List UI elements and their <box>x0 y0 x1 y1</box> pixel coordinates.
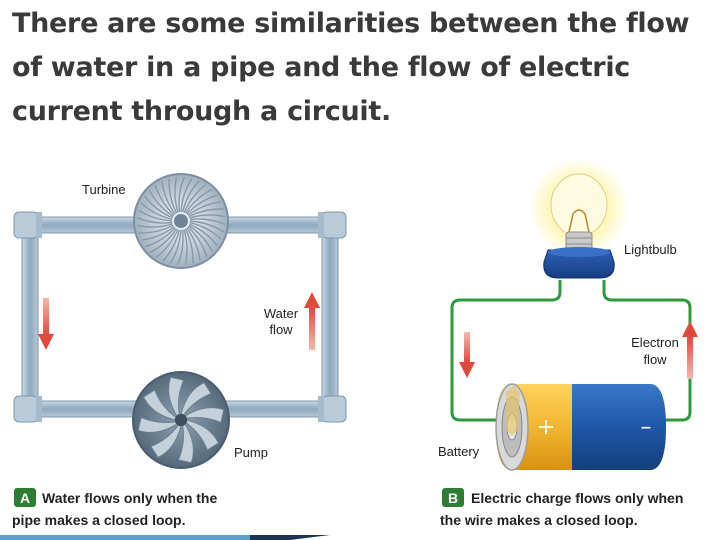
electron-flow-label-line2: flow <box>643 352 667 367</box>
water-pipe-loop <box>13 211 347 423</box>
pump-label: Pump <box>234 445 268 460</box>
caption-b: B Electric charge flows only when the wi… <box>440 488 683 528</box>
caption-b-letter: B <box>448 490 458 506</box>
lightbulb-icon <box>529 158 629 279</box>
caption-a-line1: Water flows only when the <box>42 490 217 506</box>
caption-a-badge <box>14 488 36 507</box>
electron-flow-up-arrow <box>682 321 698 379</box>
lightbulb-label: Lightbulb <box>624 242 677 257</box>
battery-plus-sign: + <box>537 415 555 440</box>
turbine-icon <box>133 173 229 269</box>
slide-title: There are some similarities between the … <box>12 8 690 127</box>
caption-b-line1: Electric charge flows only when <box>471 490 683 506</box>
caption-a-line2: pipe makes a closed loop. <box>12 512 186 528</box>
battery-minus-sign: – <box>641 415 652 440</box>
water-flow-label-line2: flow <box>269 322 293 337</box>
slide-footer-bar <box>0 535 330 540</box>
pump-icon <box>132 371 230 469</box>
electron-flow-label-line1: Electron <box>631 335 679 350</box>
caption-a: A Water flows only when the pipe makes a… <box>12 488 217 528</box>
caption-a-letter: A <box>20 490 30 506</box>
electron-flow-down-arrow <box>459 332 475 378</box>
battery-label: Battery <box>438 444 480 459</box>
circuit-wire <box>450 280 692 422</box>
battery-icon: + – <box>495 383 666 471</box>
turbine-label: Turbine <box>82 182 126 197</box>
caption-b-line2: the wire makes a closed loop. <box>440 512 638 528</box>
water-flow-down-arrow <box>38 298 54 350</box>
water-flow-label-line1: Water <box>264 306 299 321</box>
caption-b-badge <box>442 488 464 507</box>
water-flow-up-arrow <box>304 292 320 350</box>
